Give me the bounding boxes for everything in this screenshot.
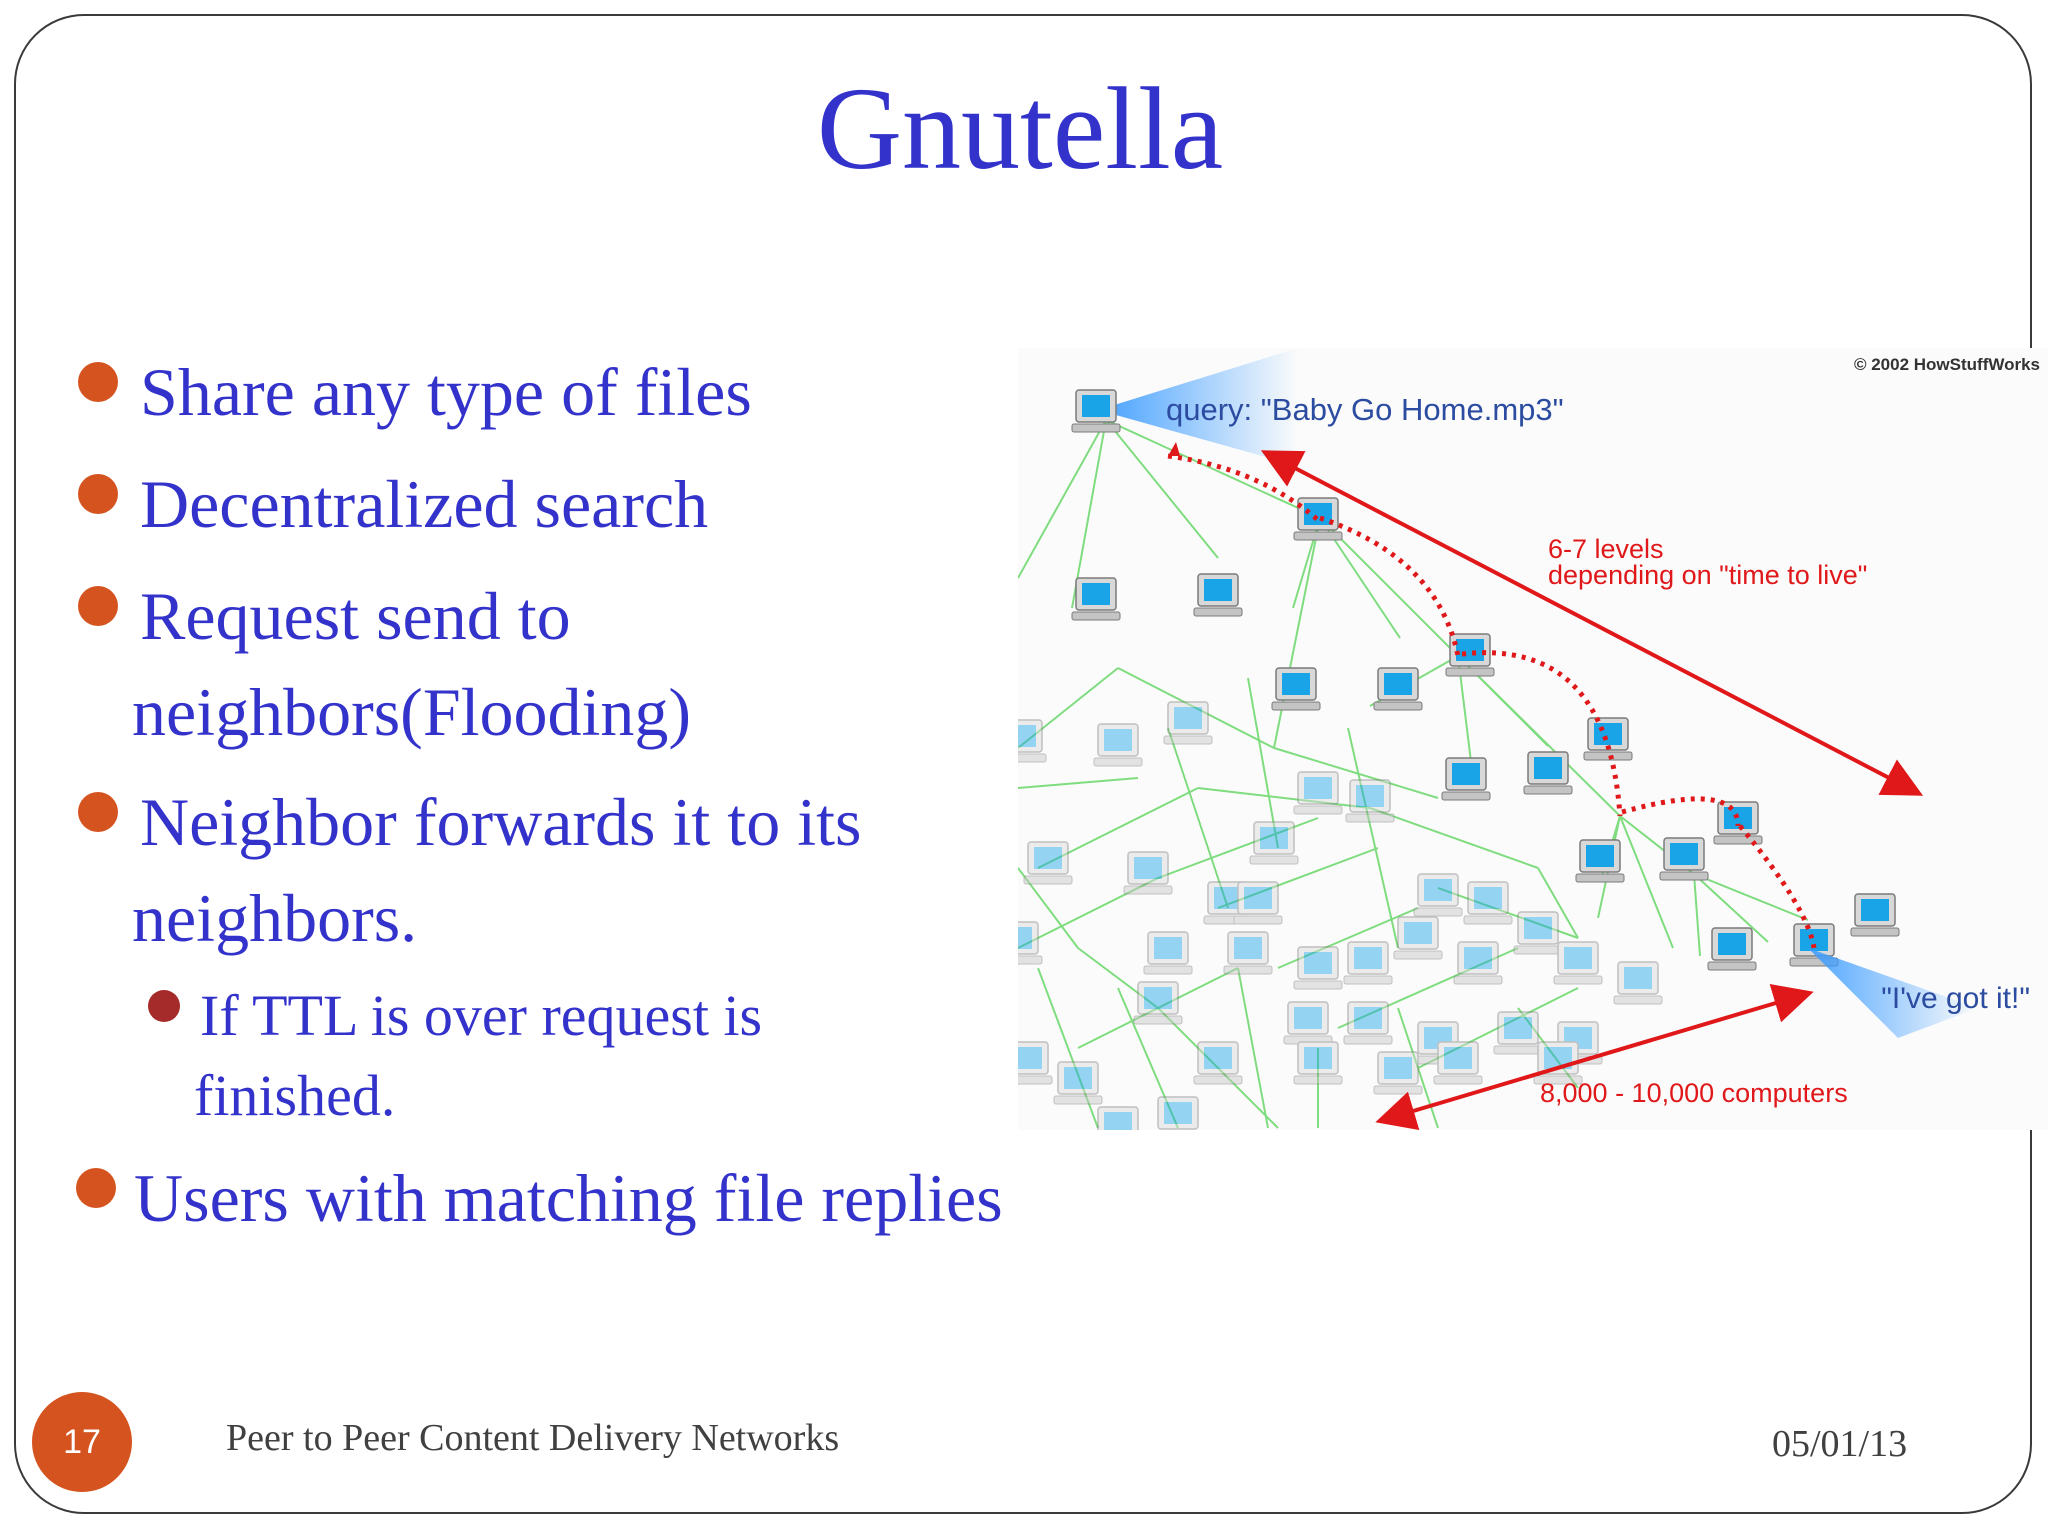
sub-bullet-dot	[148, 990, 180, 1022]
footer-title: Peer to Peer Content Delivery Networks	[226, 1417, 840, 1459]
copyright-label: © 2002 HowStuffWorks	[1854, 355, 2040, 374]
reply-label: "I've got it!"	[1881, 982, 2030, 1015]
bullet-item: Users with matching file replies	[134, 1160, 1003, 1236]
gnutella-network-diagram: © 2002 HowStuffWorks query: "Baby Go Hom…	[1018, 348, 2048, 1130]
computers-arrow	[1375, 983, 1814, 1130]
bullet-item: Neighbor forwards it to its	[140, 784, 862, 860]
bullet-item-continuation: neighbors.	[132, 880, 418, 956]
bullet-item-continuation: neighbors(Flooding)	[132, 674, 692, 750]
ttl-label: depending on "time to live"	[1548, 560, 1867, 590]
footer-date: 05/01/13	[1772, 1423, 1908, 1465]
bullet-dot	[76, 1168, 116, 1208]
sub-bullet-item-continuation: finished.	[194, 1063, 396, 1128]
bullet-item: Share any type of files	[140, 354, 752, 430]
slide-title: Gnutella	[816, 63, 1224, 194]
query-path	[1167, 453, 1817, 949]
bullet-item: Decentralized search	[140, 466, 709, 542]
levels-label: 6-7 levels	[1548, 534, 1664, 564]
bullet-dot	[78, 792, 118, 832]
slide-number-badge: 17	[32, 1392, 132, 1492]
bullet-list: Share any type of files Decentralized se…	[0, 0, 1003, 1300]
query-beam	[1098, 348, 1298, 466]
network-diagram-svg: © 2002 HowStuffWorks query: "Baby Go Hom…	[1018, 348, 2040, 1130]
levels-arrow	[1260, 450, 1924, 796]
bullet-dot	[78, 474, 118, 514]
bullet-item: Request send to	[140, 578, 571, 654]
reply-beam	[1808, 948, 1978, 1038]
bullet-dot	[78, 362, 118, 402]
sub-bullet-item: If TTL is over request is	[200, 983, 763, 1048]
bullet-dot	[78, 586, 118, 626]
query-label: query: "Baby Go Home.mp3"	[1166, 392, 1564, 427]
computers-label: 8,000 - 10,000 computers	[1540, 1078, 1848, 1108]
